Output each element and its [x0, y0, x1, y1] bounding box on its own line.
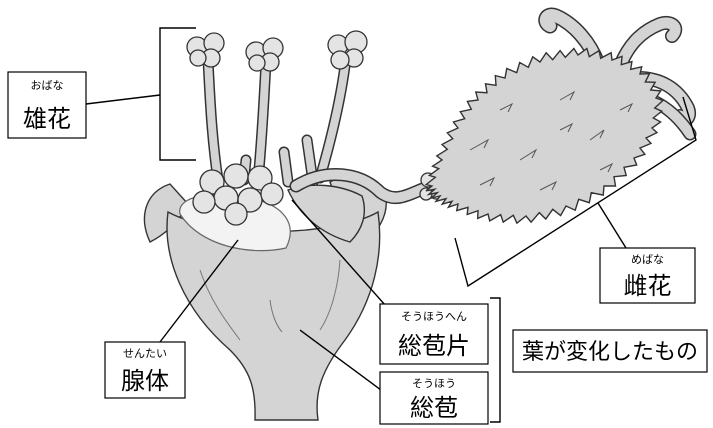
- gland-text: 腺体: [121, 367, 169, 395]
- modified-leaf-label: 葉が変化したもの: [512, 329, 708, 373]
- ovary-spike-5: [589, 129, 605, 141]
- ovary-spike-10: [559, 122, 574, 133]
- involucre-lobe-label: そうほうへん 総苞片: [379, 303, 489, 365]
- female-flower-text: 雌花: [624, 272, 672, 300]
- ovary-spike-1: [469, 138, 490, 151]
- involucre-label: そうほう 総苞: [379, 371, 489, 425]
- male-flower-ruby: おばな: [31, 79, 64, 92]
- filament-right-fill: [316, 54, 350, 182]
- anther-left: [186, 32, 225, 68]
- involucre-label-box: [379, 371, 489, 425]
- female-flower-label: めばな 雌花: [599, 247, 696, 304]
- ovary-spike-7: [539, 180, 558, 191]
- filament-left-fill: [204, 56, 222, 184]
- female-leader-line: [597, 202, 627, 249]
- involucre-vein-1: [199, 269, 241, 341]
- gland-ruby: せんたい: [123, 347, 167, 360]
- involucre-lobe-ruby: そうほうへん: [401, 310, 467, 323]
- involucre-lobe-leader-line: [291, 199, 386, 306]
- female-styles: [538, 7, 697, 141]
- style-arm-1-fill: [539, 9, 604, 70]
- involucre-lobe-text: 総苞片: [398, 332, 470, 360]
- female-flower-ruby: めばな: [631, 253, 664, 266]
- male-leader-line: [85, 94, 161, 105]
- ovary-spike-2: [499, 102, 514, 113]
- anther-right: [327, 30, 368, 70]
- style-arm-2-fill: [614, 17, 681, 72]
- modified-leaf-bracket: [490, 297, 501, 423]
- ovary-spike-details: [469, 90, 634, 191]
- female-ovary: [424, 47, 665, 225]
- male-bracket: [159, 27, 196, 161]
- pedicel-fill: [291, 169, 437, 203]
- modified-leaf-text: 葉が変化したもの: [522, 340, 698, 365]
- ovary-spike-4: [559, 90, 576, 101]
- involucre-vein-2: [319, 259, 341, 331]
- gland-cluster: [192, 163, 284, 226]
- male-flower-text: 雄花: [23, 105, 71, 133]
- involucre-ruby: そうほう: [412, 377, 456, 390]
- ovary-spike-9: [479, 176, 496, 187]
- gland-leader-line: [159, 239, 239, 343]
- ovary-spike-3: [519, 148, 538, 161]
- gland-label: せんたい 腺体: [104, 341, 186, 399]
- involucre-text: 総苞: [410, 394, 458, 422]
- gland-label-box: [104, 341, 186, 399]
- male-flower-label: おばな 雄花: [7, 71, 87, 139]
- female-flower-label-box: [599, 247, 696, 304]
- involucre-vein-3: [269, 299, 283, 333]
- ovary-spike-6: [619, 102, 634, 113]
- anther-middle: [245, 37, 284, 72]
- female-flower: [424, 7, 697, 225]
- filament-short-1-fill: [280, 148, 292, 186]
- involucre-lobe-label-box: [379, 303, 489, 365]
- male-flowers: [186, 30, 368, 188]
- ovary-spike-8: [599, 162, 614, 173]
- stamen-filaments: [202, 52, 352, 188]
- female-bracket: [454, 96, 697, 288]
- modified-leaf-label-box: [512, 329, 708, 373]
- male-flower-label-box: [7, 71, 87, 139]
- involucre-leader-line: [299, 329, 382, 391]
